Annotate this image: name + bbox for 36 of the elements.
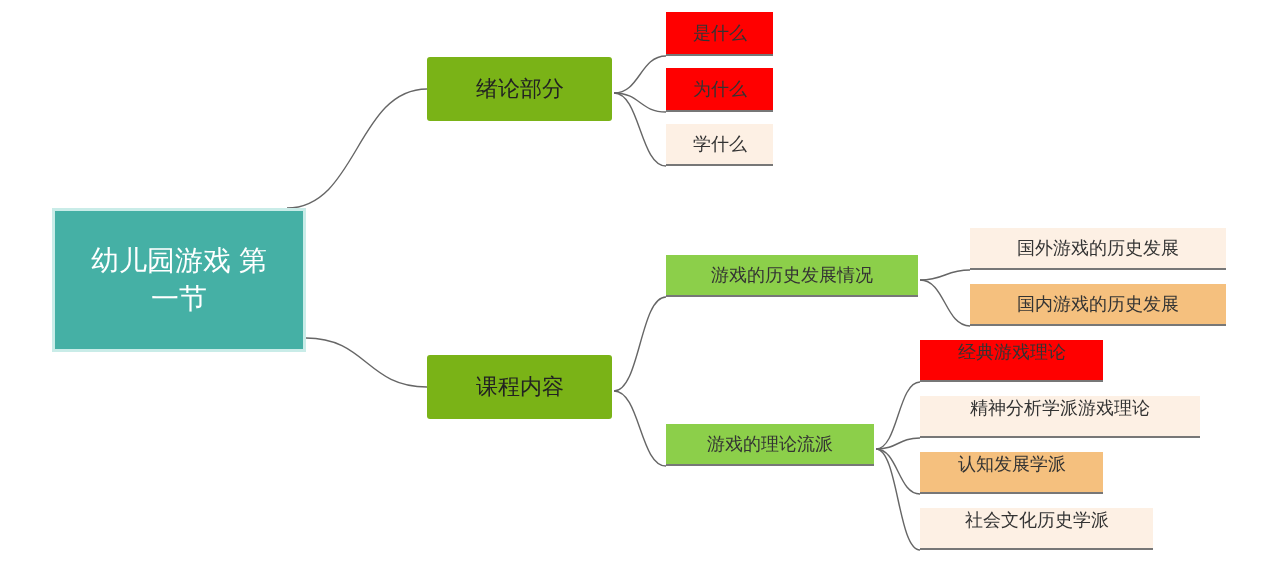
- main-topic-box: [427, 355, 612, 419]
- subtopic-box: [920, 340, 1103, 382]
- connector-line: [613, 390, 667, 467]
- connector-line: [613, 92, 667, 167]
- topic-text: 游戏的理论流派: [707, 432, 833, 456]
- connector-line: [875, 448, 921, 551]
- subtopic-box: [666, 68, 773, 112]
- topic-text: 绪论部分: [475, 75, 564, 103]
- subtopic-box: [920, 396, 1200, 438]
- connector-line: [613, 92, 667, 113]
- topic-text: 课程内容: [475, 373, 564, 401]
- connector-line: [919, 269, 971, 281]
- topic-text: 为什么: [692, 77, 747, 101]
- connector-line: [919, 279, 971, 327]
- topic-text: 幼儿园游戏 第一节: [89, 243, 269, 317]
- topic-text: 社会文化历史学派: [964, 508, 1109, 532]
- connector-line: [305, 337, 428, 388]
- subtopic-box: [970, 228, 1226, 270]
- subtopic-box: [666, 12, 773, 56]
- topic-text: 国外游戏的历史发展: [1017, 236, 1179, 260]
- main-topic-box: [427, 57, 612, 121]
- central-topic-box: [52, 208, 306, 352]
- subtopic-box: [920, 508, 1153, 550]
- topic-text: 是什么: [692, 21, 747, 45]
- subtopic-box: [666, 124, 773, 166]
- topic-text: 国内游戏的历史发展: [1017, 292, 1179, 316]
- topic-text: 经典游戏理论: [957, 340, 1066, 364]
- subtopic-box: [666, 424, 874, 466]
- topic-text: 精神分析学派游戏理论: [970, 396, 1150, 420]
- subtopic-box: [920, 452, 1103, 494]
- topic-text: 游戏的历史发展情况: [711, 263, 873, 287]
- connector-line: [613, 296, 667, 392]
- topic-text: 学什么: [692, 132, 747, 156]
- subtopic-box: [970, 284, 1226, 326]
- topic-text: 认知发展学派: [957, 452, 1066, 476]
- subtopic-box: [666, 255, 918, 297]
